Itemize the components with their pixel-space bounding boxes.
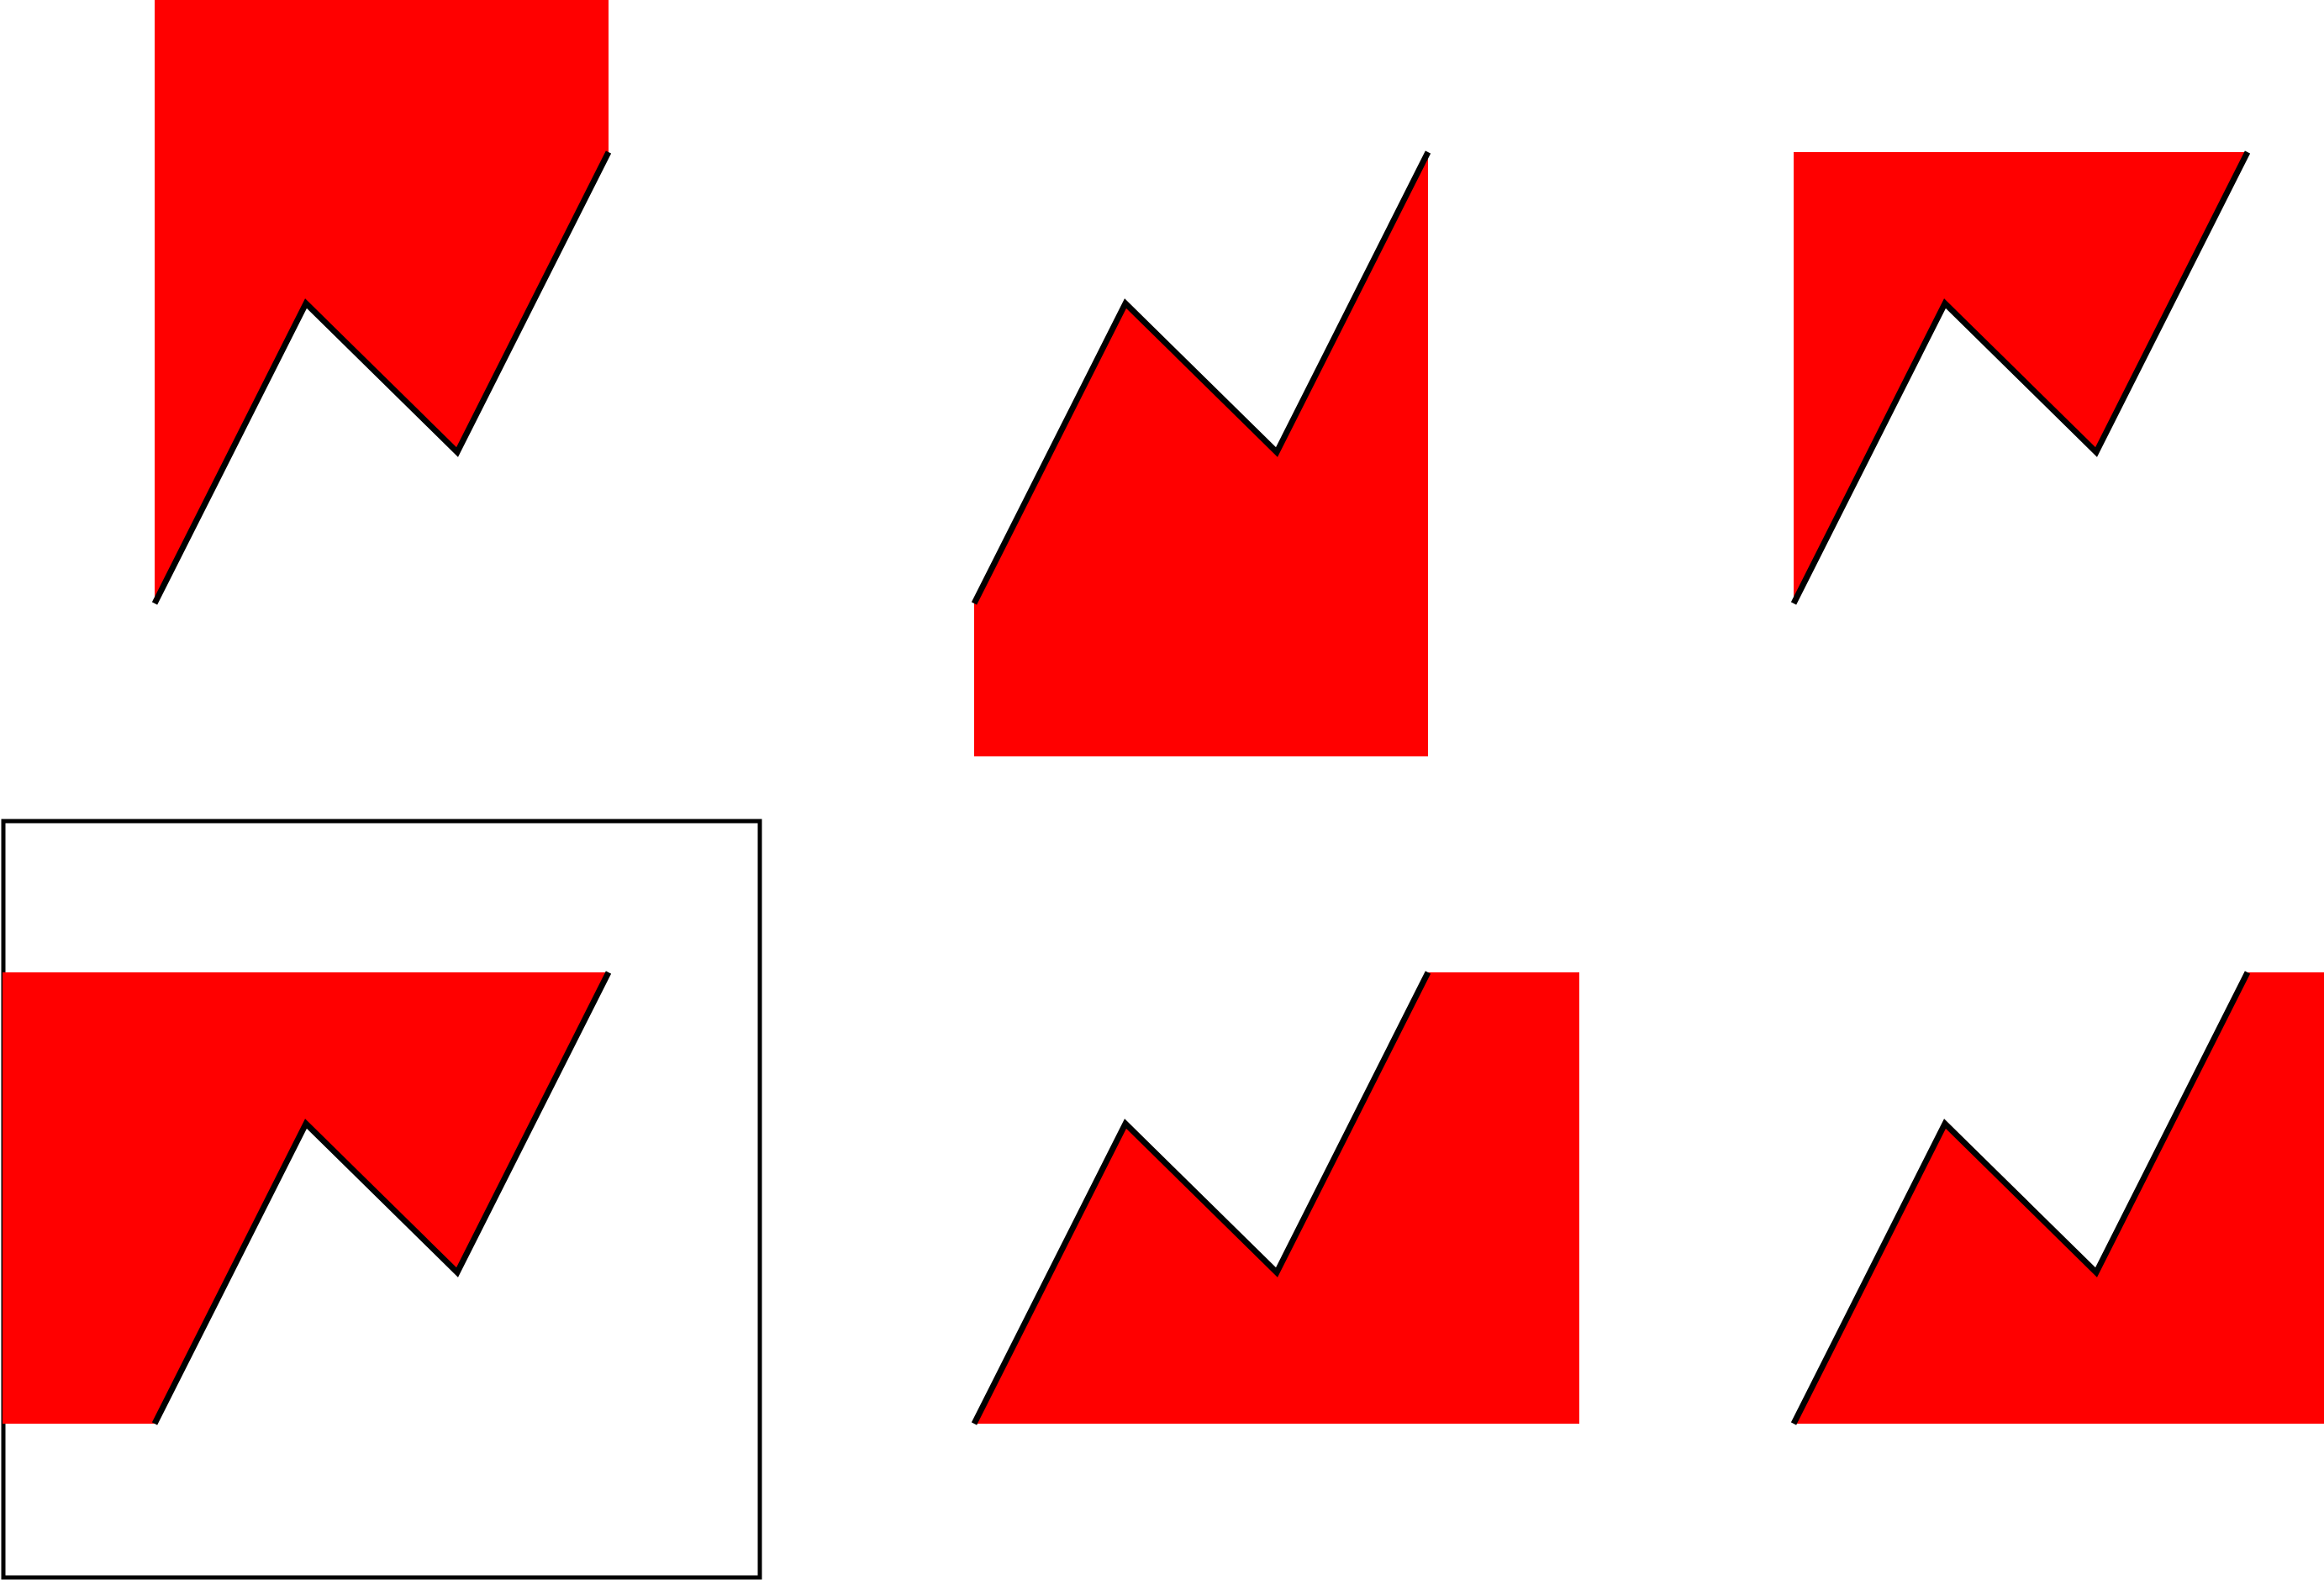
fill-region	[974, 972, 1579, 1424]
zigzag-line	[151, 971, 612, 1425]
fill-region	[1794, 972, 2324, 1424]
fill-region	[974, 152, 1428, 756]
zigzag-line	[1790, 971, 2251, 1425]
panel-fill-to-right	[971, 971, 1579, 1425]
panel-fill-to-top-edge	[1790, 150, 2251, 605]
panel-fill-to-bottom	[971, 150, 1431, 756]
zigzag-line	[151, 150, 612, 605]
panel-fill-to-right-edge	[1790, 971, 2324, 1425]
fill-region	[3, 972, 609, 1424]
zigzag-line	[1790, 150, 2251, 605]
panel-fill-to-top	[151, 0, 612, 605]
zigzag-line	[971, 150, 1431, 605]
fill-region	[155, 0, 609, 603]
panel-fill-to-left	[1, 819, 762, 1580]
zigzag-line	[971, 971, 1431, 1425]
